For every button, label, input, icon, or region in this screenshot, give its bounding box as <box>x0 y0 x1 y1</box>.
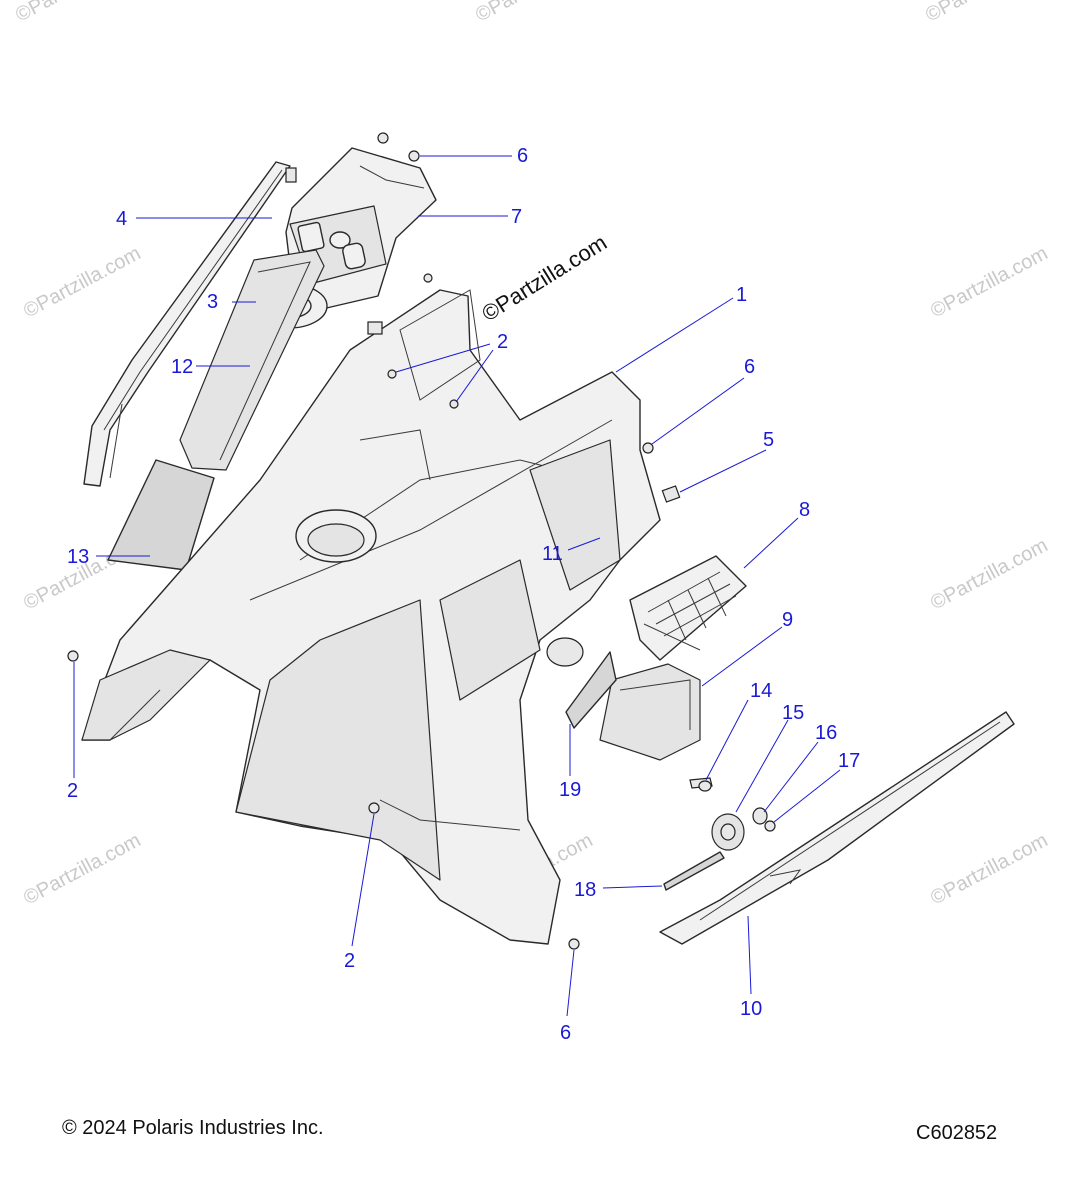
callout-2-left: 2 <box>67 780 78 802</box>
callout-11: 11 <box>542 543 563 565</box>
callout-10: 10 <box>740 998 762 1020</box>
part-2-fastener <box>368 802 380 814</box>
callout-13: 13 <box>67 546 89 568</box>
part-2-fastener <box>67 650 79 662</box>
part-6-screw <box>408 150 420 162</box>
part-9-duct <box>599 663 701 761</box>
part-2-fastener <box>387 369 397 379</box>
part-19-strip <box>565 651 617 729</box>
callout-3: 3 <box>207 291 218 313</box>
watermark: ©Partzilla.com <box>927 829 1051 909</box>
callout-16: 16 <box>815 722 837 744</box>
diagram-id: C602852 <box>916 1122 998 1144</box>
part-5-clip <box>661 485 681 503</box>
watermark: ©Partzilla.com <box>12 0 136 26</box>
callout-1: 1 <box>736 284 747 306</box>
callout-15: 15 <box>782 702 804 724</box>
part-6-screw <box>377 132 389 144</box>
callout-2-bottom: 2 <box>344 950 355 972</box>
part-14-spacer <box>698 780 712 792</box>
watermark: ©Partzilla.com <box>472 0 596 26</box>
part-6-screw <box>423 273 433 283</box>
callout-6-top: 6 <box>517 145 528 167</box>
watermark: ©Partzilla.com <box>927 242 1051 322</box>
callout-9: 9 <box>782 609 793 631</box>
watermark: ©Partzilla.com <box>20 829 144 909</box>
callout-18: 18 <box>574 879 596 901</box>
callout-labels: 1 2 2 2 2 3 4 5 6 6 6 7 8 9 10 11 12 13 … <box>67 145 860 1044</box>
parts <box>67 132 1015 950</box>
callout-4: 4 <box>116 208 127 230</box>
part-5-clip <box>367 321 383 335</box>
part-4-trim-strip <box>83 161 291 487</box>
part-8-vent <box>629 555 747 661</box>
callout-14: 14 <box>750 680 772 702</box>
callout-8: 8 <box>799 499 810 521</box>
part-6-screw <box>568 938 580 950</box>
callout-2-top: 2 <box>497 331 508 353</box>
part-12-pad <box>179 249 325 471</box>
callout-19: 19 <box>559 779 581 801</box>
part-17-nut <box>764 820 776 832</box>
watermark: ©Partzilla.com <box>20 242 144 322</box>
callout-6-bottom: 6 <box>560 1022 571 1044</box>
watermark: ©Partzilla.com <box>927 534 1051 614</box>
part-10-side-trim <box>659 711 1015 945</box>
watermark-main: ©Partzilla.com <box>477 230 611 327</box>
callout-12: 12 <box>171 356 193 378</box>
part-6-screw <box>642 442 654 454</box>
callout-7: 7 <box>511 206 522 228</box>
callout-17: 17 <box>838 750 860 772</box>
part-16-bushing <box>752 807 768 825</box>
callout-6-right: 6 <box>744 356 755 378</box>
callout-5: 5 <box>763 429 774 451</box>
part-1-dash-body <box>81 289 661 945</box>
leader-lines <box>73 155 841 1017</box>
part-18-strip <box>663 851 725 891</box>
copyright-text: © 2024 Polaris Industries Inc. <box>62 1117 324 1139</box>
watermark: ©Partzilla.com <box>922 0 1046 26</box>
